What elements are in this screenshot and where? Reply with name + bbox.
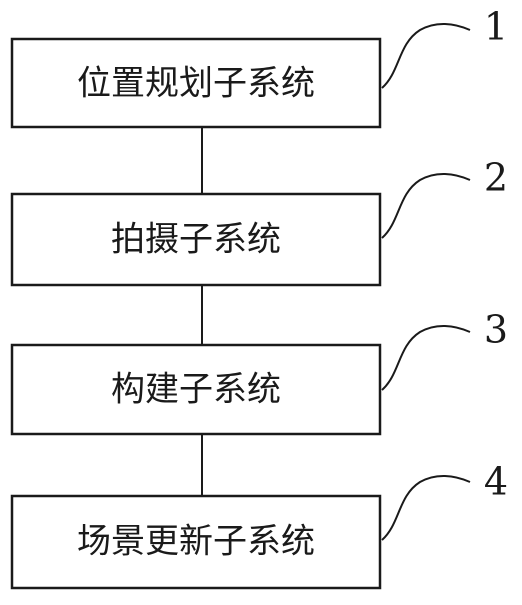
subsystem-box-1-frame (10, 37, 382, 129)
subsystem-box-2: 拍摄子系统 (10, 192, 382, 287)
subsystem-box-4-label: 场景更新子系统 (77, 522, 315, 562)
leader-line-1 (381, 23, 471, 89)
subsystem-box-4-frame (10, 494, 382, 590)
leader-line-4 (381, 475, 471, 541)
subsystem-box-1-label: 位置规划子系统 (77, 64, 315, 104)
leader-line-3 (381, 325, 471, 391)
subsystem-box-2-frame (10, 192, 382, 287)
reference-number-4: 4 (484, 460, 508, 504)
reference-number-2: 2 (484, 156, 508, 200)
subsystem-box-3: 构建子系统 (10, 343, 382, 436)
subsystem-box-3-label: 构建子系统 (111, 370, 281, 410)
subsystem-box-3-frame (10, 343, 382, 436)
reference-number-1: 1 (484, 5, 508, 49)
reference-number-3: 3 (484, 308, 508, 352)
subsystem-box-4: 场景更新子系统 (10, 494, 382, 590)
subsystem-box-2-label: 拍摄子系统 (111, 220, 281, 260)
leader-line-2 (381, 173, 471, 239)
subsystem-box-1: 位置规划子系统 (10, 37, 382, 129)
